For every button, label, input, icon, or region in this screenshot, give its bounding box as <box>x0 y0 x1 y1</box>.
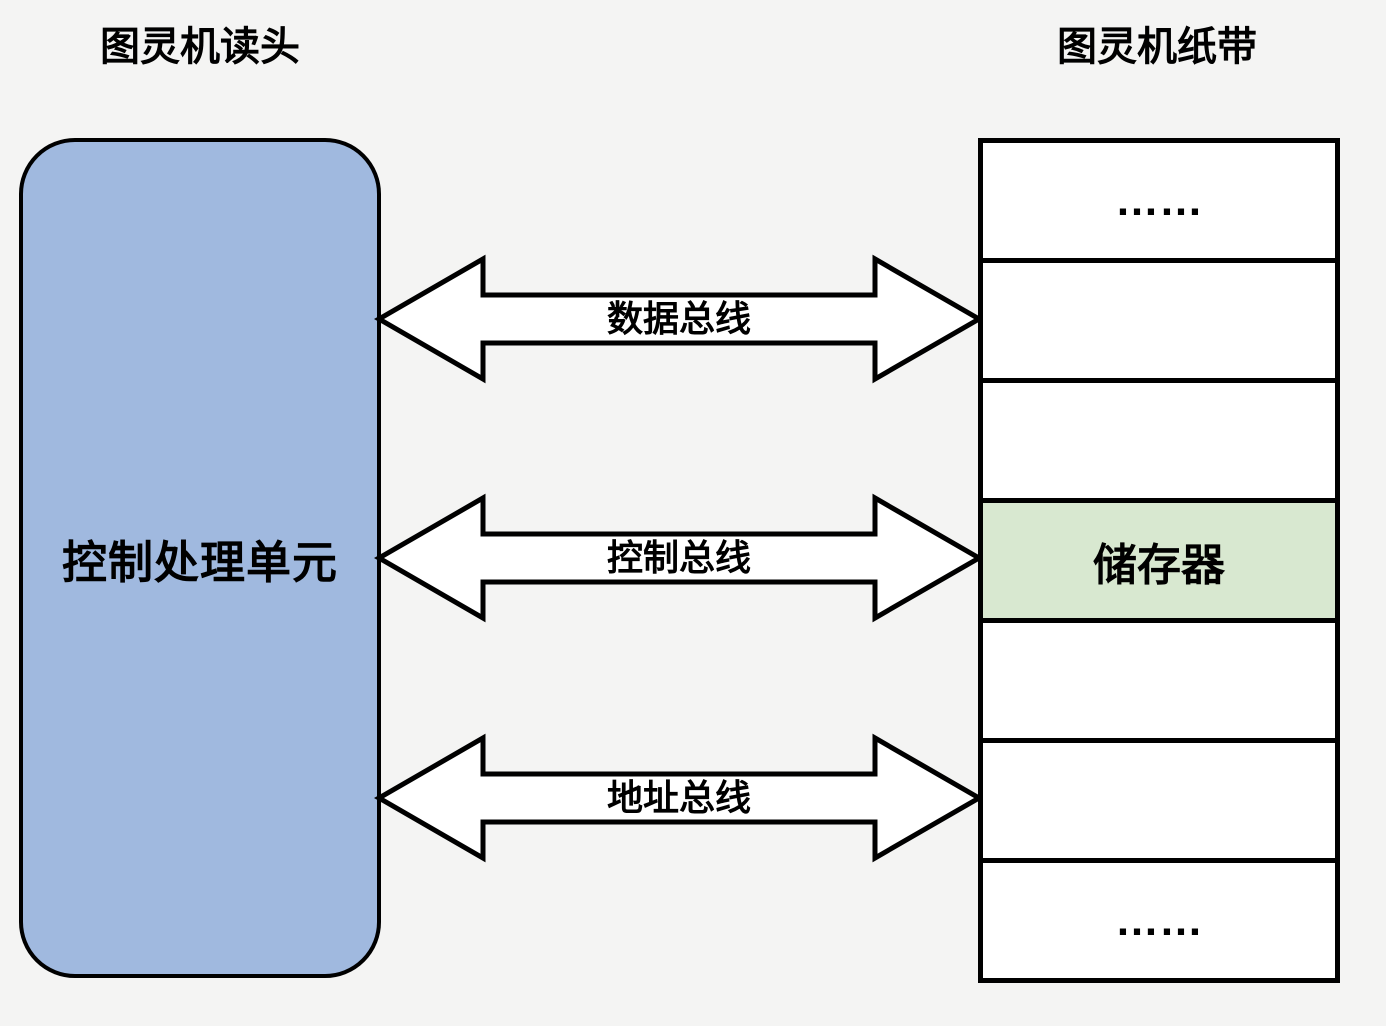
tape-title: 图灵机纸带 <box>1057 25 1257 69</box>
tape-cell-2 <box>978 258 1340 383</box>
control-bus: 控制总线 <box>369 488 989 628</box>
tape-cell-text: …… <box>1115 895 1203 945</box>
tape-cell-6 <box>978 738 1340 863</box>
tape-cell-3 <box>978 378 1340 503</box>
control-bus-label: 控制总线 <box>606 537 751 578</box>
control-processing-unit-box: 控制处理单元 <box>19 138 381 978</box>
memory-cell-label: 储存器 <box>1093 540 1225 590</box>
control-processing-unit-label: 控制处理单元 <box>61 536 338 588</box>
address-bus-label: 地址总线 <box>606 777 751 818</box>
tape-cell-ellipsis-bottom: …… <box>978 858 1340 983</box>
read-head-title: 图灵机读头 <box>100 25 300 69</box>
tape-cell-memory: 储存器 <box>978 498 1340 623</box>
tape-cell-text: …… <box>1115 175 1203 225</box>
data-bus-label: 数据总线 <box>606 298 751 339</box>
tape-cell-5 <box>978 618 1340 743</box>
tape-cell-ellipsis-top: …… <box>978 138 1340 263</box>
address-bus: 地址总线 <box>369 728 989 868</box>
tape: …… 储存器 …… <box>978 138 1340 983</box>
data-bus: 数据总线 <box>369 249 989 389</box>
